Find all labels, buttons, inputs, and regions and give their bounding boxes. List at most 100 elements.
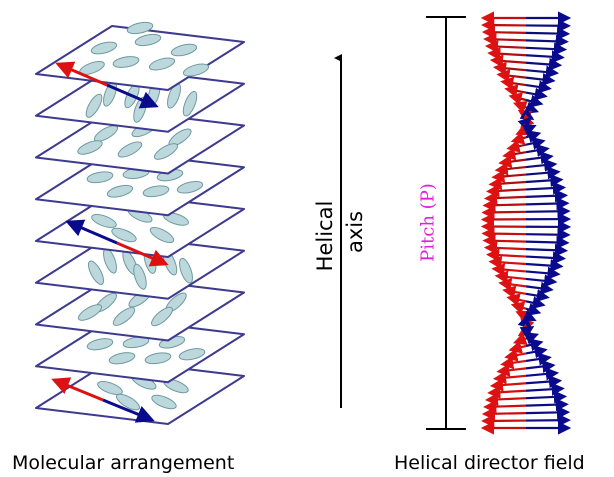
director-arrow-red	[483, 32, 527, 46]
director-arrow-blue	[525, 158, 558, 172]
molecule	[86, 338, 114, 351]
director-arrow-red	[510, 301, 527, 315]
director-arrow-red	[498, 154, 527, 169]
director-arrow-blue	[525, 196, 570, 211]
director-arrow-blue	[517, 315, 532, 330]
director-arrow-blue	[525, 87, 548, 101]
molecule	[111, 227, 137, 243]
director-arrow-red	[481, 227, 527, 241]
director-arrow-red	[483, 191, 527, 205]
molecule	[182, 91, 198, 117]
director-arrow-blue	[525, 228, 571, 242]
molecule	[77, 140, 103, 155]
director-arrow-blue	[525, 65, 560, 79]
molecule	[151, 394, 177, 410]
molecule	[178, 348, 206, 361]
director-arrow-red	[506, 293, 527, 307]
director-arrow-blue	[525, 359, 556, 374]
director-arrow-red	[500, 356, 527, 370]
director-arrow-blue	[525, 181, 567, 195]
molecule	[97, 381, 123, 395]
layer-plane-outline	[35, 275, 245, 342]
molecule	[93, 125, 119, 142]
director-arrow-blue	[525, 26, 571, 41]
layer-plane	[35, 233, 245, 300]
caption-helical-director-field: Helical director field	[394, 452, 585, 474]
director-arrow-red	[492, 371, 527, 385]
molecule	[153, 143, 179, 160]
director-arrow-blue	[525, 374, 563, 389]
director-arrow-blue	[521, 124, 537, 137]
layer-director-arrows	[51, 61, 169, 423]
director-arrow-red	[485, 248, 527, 262]
director-arrow-red	[484, 392, 527, 407]
director-arrow-red	[508, 92, 527, 106]
director-arrow-blue	[525, 338, 544, 352]
director-arrow-blue	[525, 266, 561, 280]
director-arrow-red	[483, 241, 527, 255]
layer-plane-outline	[35, 150, 245, 217]
molecule	[77, 304, 103, 321]
director-arrow-blue	[525, 50, 565, 64]
director-arrow-red	[515, 310, 531, 323]
molecule	[170, 43, 198, 57]
molecule	[87, 260, 105, 285]
director-arrow-blue	[525, 204, 571, 218]
molecule	[133, 263, 147, 290]
helical-axis-label-line2: axis	[343, 210, 367, 254]
director-arrow-red	[482, 234, 527, 248]
molecule	[176, 180, 204, 194]
director-arrow-red	[517, 109, 533, 123]
director-arrow-red	[487, 385, 527, 399]
layer-plane-outline	[35, 317, 245, 384]
layer-plane	[35, 108, 245, 175]
molecule	[112, 56, 140, 68]
director-arrow-red	[502, 285, 527, 299]
director-arrow-blue	[525, 173, 564, 187]
director-arrow-red	[506, 139, 527, 153]
director-arrow-red	[491, 263, 527, 277]
layer-plane-outline	[35, 108, 245, 175]
director-arrow-red	[488, 255, 527, 269]
layer-plane	[35, 359, 245, 425]
director-arrow-blue	[519, 325, 535, 339]
director-arrow-red	[484, 39, 527, 54]
director-arrow-blue	[525, 289, 550, 303]
molecule	[126, 21, 154, 35]
director-arrow-blue	[525, 398, 569, 412]
director-arrow-blue	[525, 390, 568, 404]
helical-axis-label-line1: Helical	[313, 200, 337, 272]
molecule	[151, 306, 173, 327]
director-arrow-blue	[524, 332, 540, 345]
director-arrow-red	[512, 101, 528, 114]
layer-plane	[35, 275, 245, 342]
director-arrow-blue	[525, 57, 563, 72]
caption-molecular-arrangement: Molecular arrangement	[12, 452, 235, 474]
director-arrow-red	[504, 348, 527, 362]
molecule	[144, 352, 172, 365]
director-arrow-red	[489, 378, 527, 392]
director-arrow-blue	[525, 143, 550, 157]
director-arrow-blue	[525, 94, 544, 108]
director-arrow-red	[489, 54, 527, 68]
director-arrow-red	[485, 184, 527, 198]
molecule	[86, 171, 114, 184]
director-arrow-blue	[525, 136, 546, 150]
director-arrow-red	[508, 340, 527, 354]
director-arrow-blue	[525, 405, 571, 420]
director-arrow-blue	[525, 80, 552, 94]
layer-plane	[35, 317, 245, 384]
blue-arrow	[106, 83, 159, 109]
director-arrow-blue	[517, 116, 532, 131]
director-arrow-red	[500, 76, 527, 90]
director-arrow-blue	[525, 281, 554, 295]
director-arrow-red	[496, 363, 527, 377]
layer-plane	[35, 21, 245, 91]
director-arrow-red	[482, 198, 527, 212]
layer-plane-outline	[35, 192, 245, 258]
red-arrow	[55, 61, 108, 87]
director-arrow-red	[520, 318, 535, 333]
director-arrow-red	[487, 47, 527, 61]
director-arrow-red	[496, 69, 527, 83]
